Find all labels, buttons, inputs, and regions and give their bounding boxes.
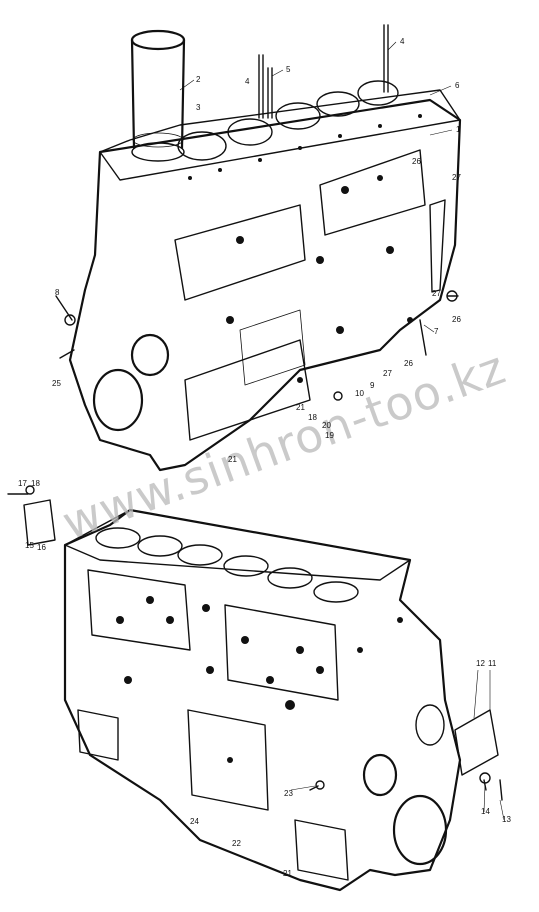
callout-label: 12 — [476, 659, 485, 668]
upper-front-bore — [130, 333, 170, 377]
lower-deck — [64, 509, 411, 581]
upper-bolt-holes — [188, 114, 422, 383]
upper-side-cover-right — [319, 149, 426, 236]
callout-label: 20 — [322, 421, 331, 430]
lower-rear-plate — [294, 819, 349, 881]
upper-side-cover-left — [174, 204, 306, 301]
upper-loose-parts — [55, 290, 459, 401]
callout-label: 7 — [434, 327, 439, 336]
dipstick-tube — [429, 199, 446, 293]
cylinder-sleeve — [130, 29, 186, 162]
upper-gasket — [239, 309, 306, 386]
leader-lines — [179, 41, 505, 821]
upper-callouts: 1 2 3 4 4 5 6 8 9 10 7 18 19 20 21 21 25… — [52, 37, 461, 464]
callout-label: 2 — [196, 75, 201, 84]
callout-label: 17 — [18, 479, 27, 488]
callout-label: 13 — [502, 815, 511, 824]
lower-side-cover-left — [87, 569, 191, 651]
upper-deck — [99, 89, 461, 181]
callout-label: 8 — [55, 288, 60, 297]
callout-label: 15 — [25, 541, 34, 550]
callout-label: 22 — [232, 839, 241, 848]
callout-label: 10 — [355, 389, 364, 398]
lower-access-plate — [187, 709, 269, 811]
callout-label: 21 — [283, 869, 292, 878]
callout-label: 6 — [455, 81, 460, 90]
head-studs — [258, 24, 389, 119]
callout-label: 14 — [481, 807, 490, 816]
callout-label: 5 — [286, 65, 291, 74]
lower-rear-housing — [392, 794, 448, 866]
callout-label: 26 — [404, 359, 413, 368]
lower-callouts: 17 18 15 16 11 12 13 14 21 22 23 24 — [18, 479, 511, 878]
callout-label: 19 — [325, 431, 334, 440]
lower-rear-bore — [362, 753, 398, 797]
callout-label: 27 — [432, 289, 441, 298]
lower-upper-housing — [415, 704, 445, 746]
callout-label: 9 — [370, 381, 375, 390]
callout-label: 23 — [284, 789, 293, 798]
lower-engine-block-view — [7, 485, 503, 892]
callout-label: 11 — [488, 659, 497, 668]
lower-side-cover-right — [224, 604, 339, 701]
callout-label: 26 — [452, 315, 461, 324]
upper-front-housing — [92, 368, 144, 432]
lower-small-cover — [77, 709, 119, 761]
callout-label: 24 — [190, 817, 199, 826]
upper-lower-plate — [184, 339, 311, 441]
callout-label: 21 — [296, 403, 305, 412]
lower-front-flange — [23, 499, 56, 546]
callout-label: 4 — [245, 77, 250, 86]
lower-cylinder-bores — [95, 527, 359, 603]
callout-label: 26 — [412, 157, 421, 166]
callout-label: 18 — [308, 413, 317, 422]
callout-label: 27 — [452, 173, 461, 182]
callout-label: 16 — [37, 543, 46, 552]
callout-label: 3 — [196, 103, 201, 112]
lower-flange-cover — [454, 709, 499, 776]
upper-engine-block-view — [55, 24, 462, 472]
callout-label: 27 — [383, 369, 392, 378]
callout-label: 21 — [228, 455, 237, 464]
upper-block-outline — [68, 98, 462, 472]
callout-label: 4 — [400, 37, 405, 46]
callout-label: 1 — [456, 125, 461, 134]
lower-loose-parts — [7, 485, 503, 801]
callout-label: 18 — [31, 479, 40, 488]
callout-label: 25 — [52, 379, 61, 388]
lower-bolt-holes — [116, 596, 403, 763]
